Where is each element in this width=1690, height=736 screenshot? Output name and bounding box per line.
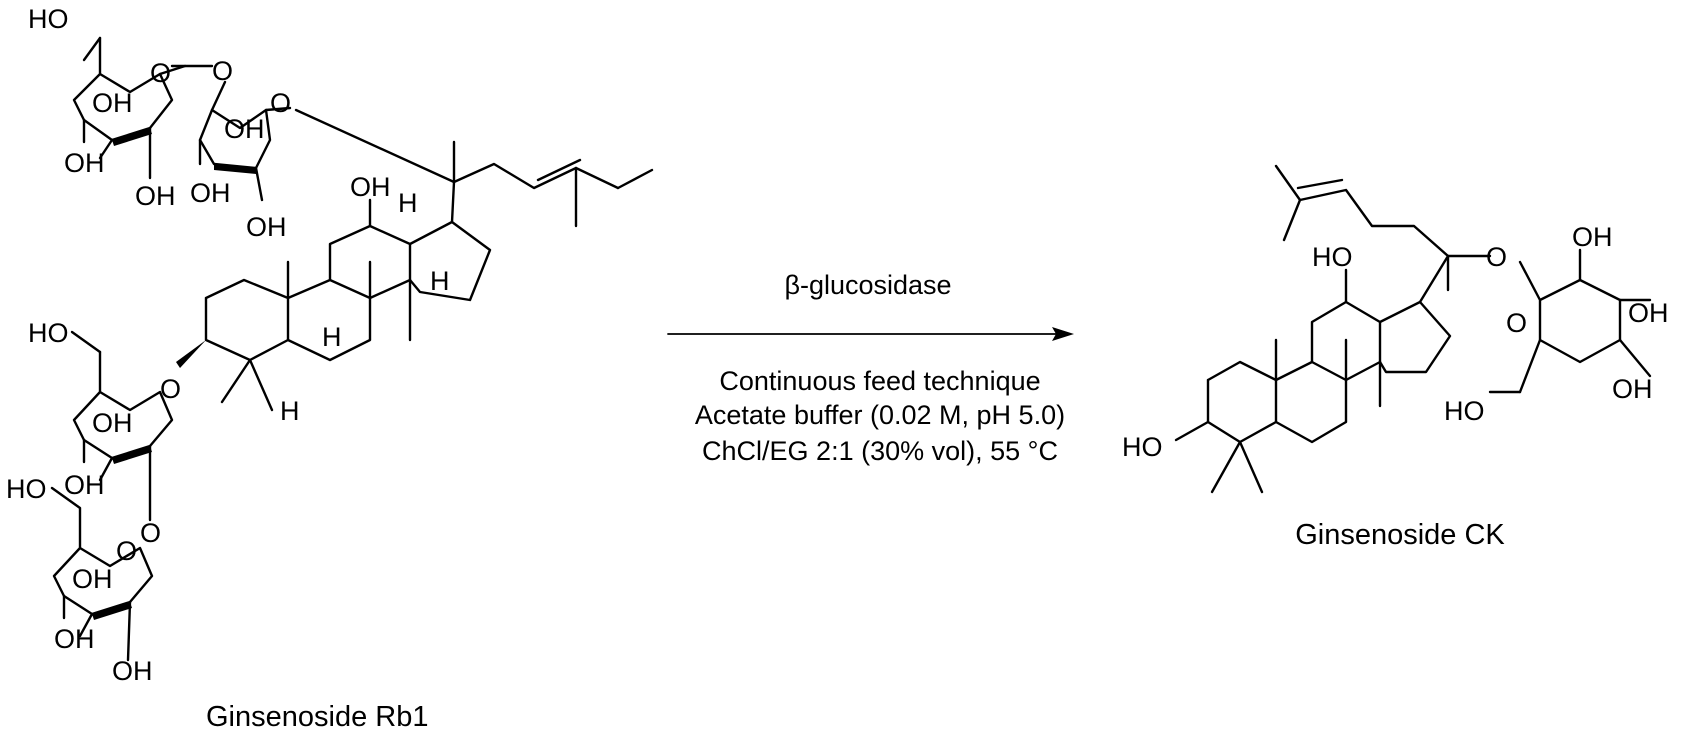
atom-label: H (430, 266, 450, 296)
atom-label: O (160, 374, 181, 404)
atom-label: H (280, 396, 300, 426)
atom-label: OH (350, 172, 391, 202)
atom-label: OH (54, 624, 95, 654)
atom-label: OH (1572, 222, 1613, 252)
atom-label: O (150, 58, 171, 88)
ginsenoside-rb1-structure: HO OH OH OH O O OH OH OH O (6, 4, 654, 733)
atom-label: O (140, 518, 161, 548)
atom-label: OH (224, 114, 265, 144)
condition-line-2: Acetate buffer (0.02 M, pH 5.0) (695, 400, 1065, 430)
dammarane-core: OH H H H H (204, 140, 654, 426)
atom-label: OH (64, 470, 105, 500)
condition-line-3: ChCl/EG 2:1 (30% vol), 55 °C (702, 436, 1058, 466)
atom-label: HO (1312, 242, 1353, 272)
atom-label: OH (135, 181, 176, 211)
atom-label: OH (92, 408, 133, 438)
reactant-name: Ginsenoside Rb1 (206, 701, 428, 733)
atom-label: O (1506, 308, 1527, 338)
condition-line-1: Continuous feed technique (719, 366, 1040, 396)
atom-label: O (212, 56, 233, 86)
atom-label: H (398, 188, 418, 218)
atom-label: H (322, 322, 342, 352)
atom-label: O (270, 88, 291, 118)
atom-label: OH (190, 178, 231, 208)
inner-glucose-top: O OH OH OH O (170, 56, 456, 242)
catalyst-label: β-glucosidase (784, 270, 951, 300)
atom-label: OH (246, 212, 287, 242)
reaction-arrow-group: β-glucosidase Continuous feed technique … (667, 270, 1074, 466)
atom-label: OH (1612, 374, 1653, 404)
atom-label: OH (1628, 298, 1669, 328)
atom-label: O (1486, 242, 1507, 272)
lower-diglucoside: HO O OH OH O HO O OH OH OH (6, 318, 206, 686)
atom-label: O (116, 536, 137, 566)
terminal-glucose-top: HO OH OH OH O (28, 4, 187, 211)
atom-label: HO (6, 474, 47, 504)
atom-label: HO (1444, 396, 1485, 426)
arrow-head-icon (1052, 327, 1074, 341)
atom-label: OH (72, 564, 113, 594)
atom-label: HO (1122, 432, 1163, 462)
atom-label: OH (112, 656, 153, 686)
atom-label: HO (28, 318, 69, 348)
product-name: Ginsenoside CK (1295, 519, 1505, 551)
ginsenoside-ck-structure: O HO HO OH OH OH O HO Ginsenoside CK (1122, 164, 1669, 551)
atom-label: OH (64, 148, 105, 178)
atom-label: OH (92, 88, 133, 118)
atom-label: HO (28, 4, 69, 34)
